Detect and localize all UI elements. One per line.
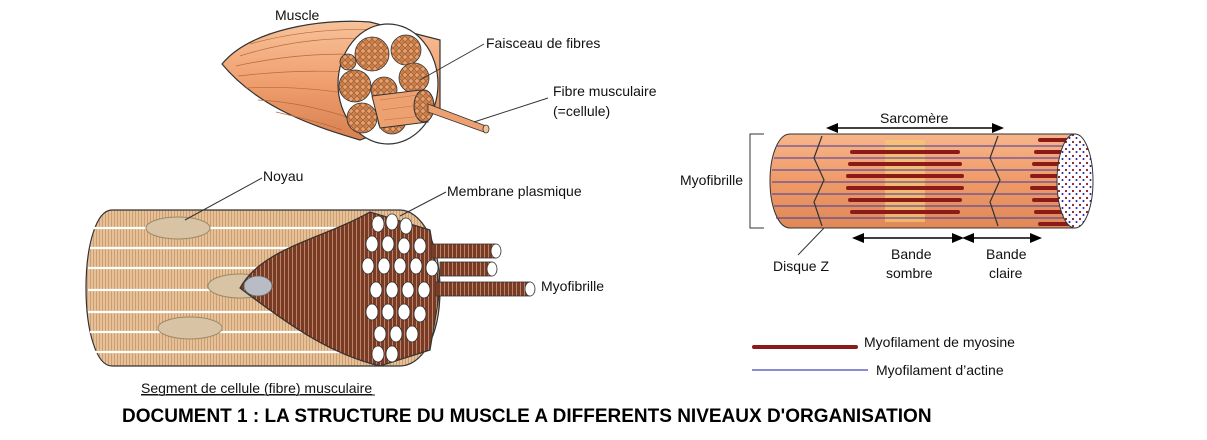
label-disque-z: Disque Z — [773, 258, 829, 274]
label-fibre-cellule: (=cellule) — [553, 103, 610, 119]
myofibrille-bracket — [749, 133, 764, 229]
label-myofibrille-left: Myofibrille — [541, 278, 604, 294]
label-bande-claire-2: claire — [989, 265, 1023, 281]
legend-actine-label: Myofilament d’actine — [876, 362, 1004, 378]
bande-arrows — [852, 233, 1042, 243]
label-faisceau-de-fibres: Faisceau de fibres — [486, 35, 600, 51]
label-bande-sombre-2: sombre — [886, 265, 933, 281]
disque-z-leader — [797, 227, 825, 256]
label-myofibrille-right: Myofibrille — [680, 172, 743, 188]
sarcomere-arrow — [826, 123, 1004, 133]
legend-myosine-label: Myofilament de myosine — [864, 334, 1015, 350]
muscle-illustration — [221, 20, 490, 145]
top-leader-lines — [419, 43, 549, 123]
label-membrane-plasmique: Membrane plasmique — [447, 183, 582, 199]
label-segment-caption: Segment de cellule (fibre) musculaire — [141, 380, 372, 396]
label-fibre-musculaire: Fibre musculaire — [553, 83, 657, 99]
document-title: DOCUMENT 1 : LA STRUCTURE DU MUSCLE A DI… — [122, 406, 932, 427]
myofibril-illustration — [769, 133, 1094, 229]
label-sarcomere: Sarcomère — [880, 110, 949, 126]
fibre-segment-illustration — [85, 209, 536, 367]
fibre-leader-lines — [184, 177, 447, 221]
label-bande-sombre-1: Bande — [891, 246, 932, 262]
label-noyau: Noyau — [263, 168, 303, 184]
label-bande-claire-1: Bande — [986, 246, 1027, 262]
legend: Myofilament de myosine Myofilament d’act… — [752, 334, 1015, 378]
label-muscle: Muscle — [275, 7, 320, 23]
